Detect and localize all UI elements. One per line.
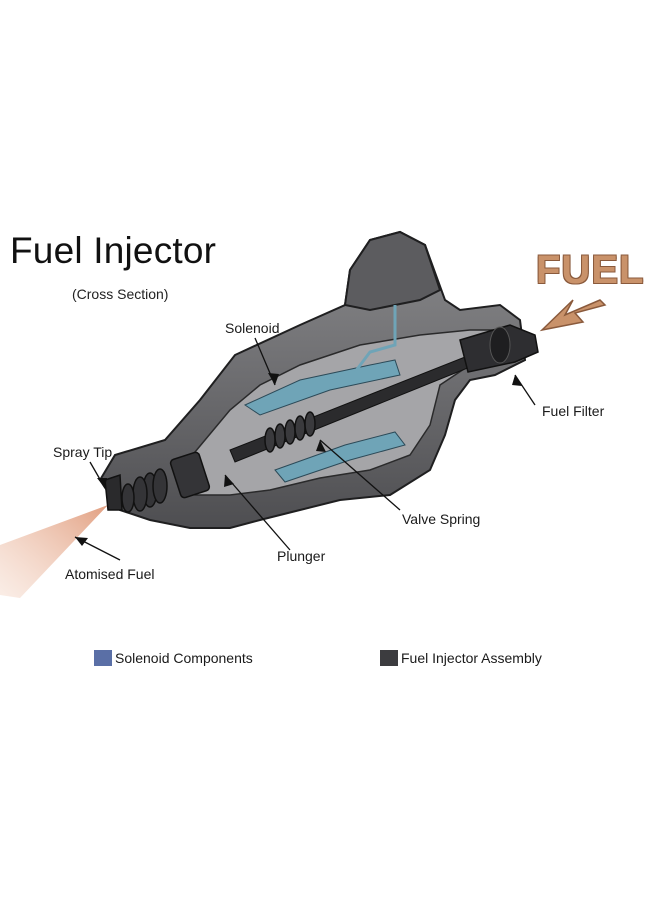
label-plunger: Plunger [277,548,326,564]
label-valve-spring: Valve Spring [402,511,481,527]
leader-plunger [224,474,291,551]
fuel-arrow [539,299,607,332]
diagram-subtitle: (Cross Section) [72,286,169,302]
legend-fuel-injector-assembly: Fuel Injector Assembly [380,650,542,666]
label-solenoid: Solenoid [225,320,280,336]
legend-solenoid-components: Solenoid Components [94,650,253,666]
legend-swatch-assembly [380,650,398,666]
legend-swatch-solenoid [94,650,112,666]
valve-spring [264,411,316,453]
label-atomised-fuel: Atomised Fuel [65,566,155,582]
plunger-assembly [121,451,211,513]
fuel-inlet-label: FUEL [536,248,645,292]
diagram-title: Fuel Injector [10,230,217,271]
electrical-connector [343,230,442,312]
legend-label-assembly: Fuel Injector Assembly [401,650,542,666]
spray-tip [104,473,123,511]
solenoid-upper-winding [243,359,401,416]
leader-valve-spring [319,439,401,511]
connector-wire [353,305,397,373]
label-fuel-filter: Fuel Filter [542,403,605,419]
label-spray-tip: Spray Tip [53,444,113,460]
legend-label-solenoid: Solenoid Components [115,650,253,666]
atomised-fuel-spray [0,505,108,598]
leader-fuel-filter [514,374,536,406]
